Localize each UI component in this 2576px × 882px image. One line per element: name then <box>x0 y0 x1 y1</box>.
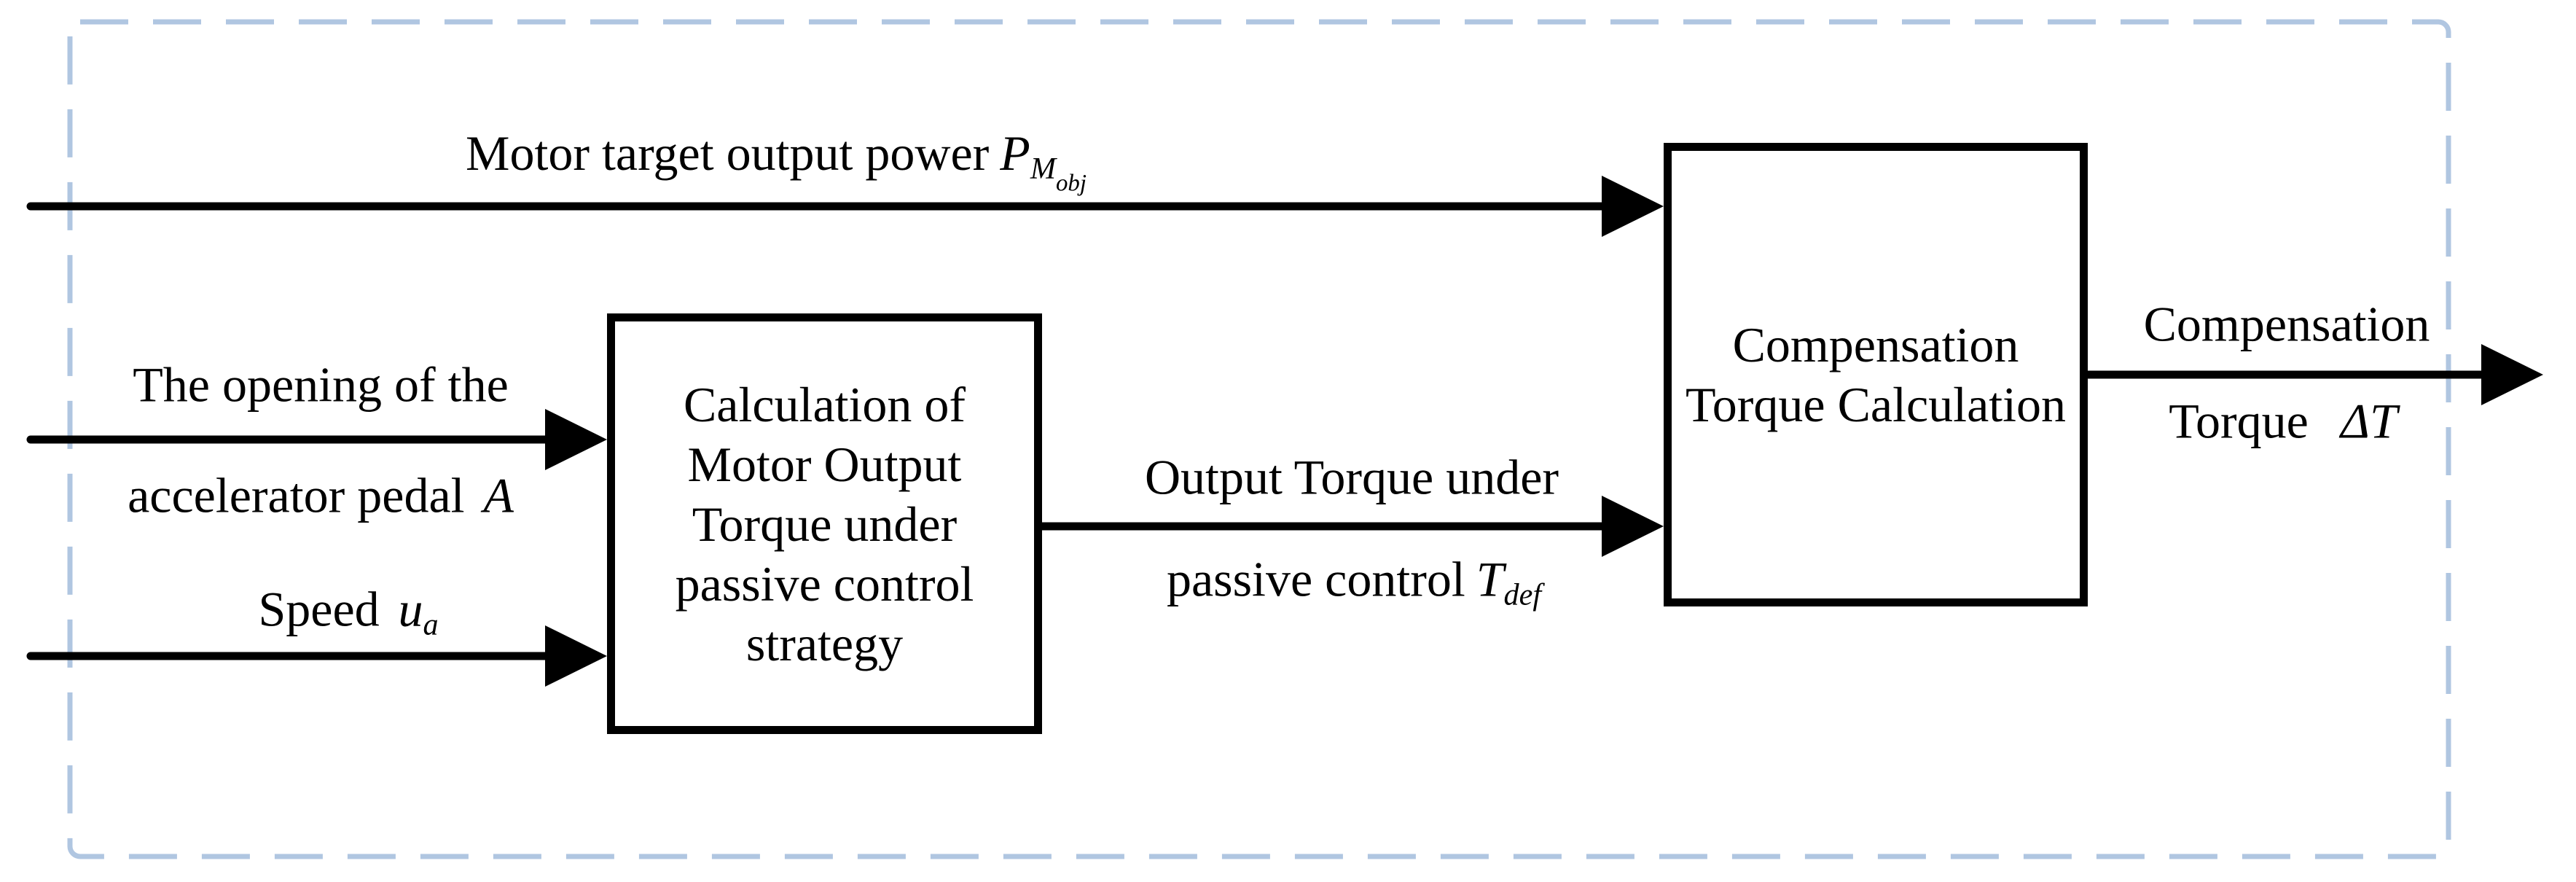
math-sub-a: a <box>423 607 439 642</box>
label-text: accelerator pedal <box>128 467 465 523</box>
math-var-A: A <box>483 467 514 523</box>
label-compensation-torque-line1: Compensation <box>2144 297 2430 352</box>
label-text: Speed <box>258 581 380 637</box>
math-sub-def: def <box>1503 577 1542 612</box>
label-output-torque-line1: Output Torque under <box>1145 450 1559 505</box>
arrowhead <box>1602 176 1664 237</box>
math-subsub-obj: obj <box>1055 170 1087 197</box>
label-text: Output Torque under <box>1144 449 1559 505</box>
label-accelerator-pedal-line2: accelerator pedal A <box>128 467 514 523</box>
math-var-delta-T: ΔT <box>2341 393 2397 449</box>
signal-arrow-torque-def <box>1038 496 1664 557</box>
label-text: Compensation <box>2143 296 2430 352</box>
block-compensation-torque-calculation: Compensation Torque Calculation <box>1664 143 2088 606</box>
math-var-T: T <box>1476 551 1504 607</box>
label-compensation-torque-line2: Torque ΔT <box>2169 394 2397 449</box>
label-text: The opening of the <box>133 356 509 413</box>
arrowhead <box>2481 344 2543 405</box>
block-text-line: passive control <box>675 555 974 612</box>
block-text-line: Compensation <box>1732 317 2019 372</box>
math-var-u: u <box>398 581 423 637</box>
block-text-line: strategy <box>745 615 904 671</box>
label-text: Torque <box>2169 393 2309 449</box>
label-text: Motor target output power <box>466 125 990 181</box>
block-passive-torque-calculation: Calculation of Motor Output Torque under… <box>607 313 1042 734</box>
input-arrow-speed <box>26 625 607 687</box>
block-text-line: Torque Calculation <box>1685 377 2067 432</box>
label-text: passive control <box>1166 551 1465 607</box>
block-text-line: Torque under <box>692 496 958 552</box>
block-text-line: Motor Output <box>687 436 962 492</box>
output-arrow-compensation-torque <box>2083 344 2543 405</box>
math-var-P: P <box>1000 125 1030 181</box>
arrowhead <box>1602 496 1664 557</box>
math-sub-M: M <box>1030 151 1056 186</box>
arrowhead <box>545 409 607 470</box>
input-arrow-power <box>26 176 1664 237</box>
label-accelerator-pedal-line1: The opening of the <box>133 356 509 413</box>
arrowhead <box>545 625 607 687</box>
block-text-line: Calculation of <box>683 376 966 432</box>
input-arrow-pedal <box>26 409 607 470</box>
